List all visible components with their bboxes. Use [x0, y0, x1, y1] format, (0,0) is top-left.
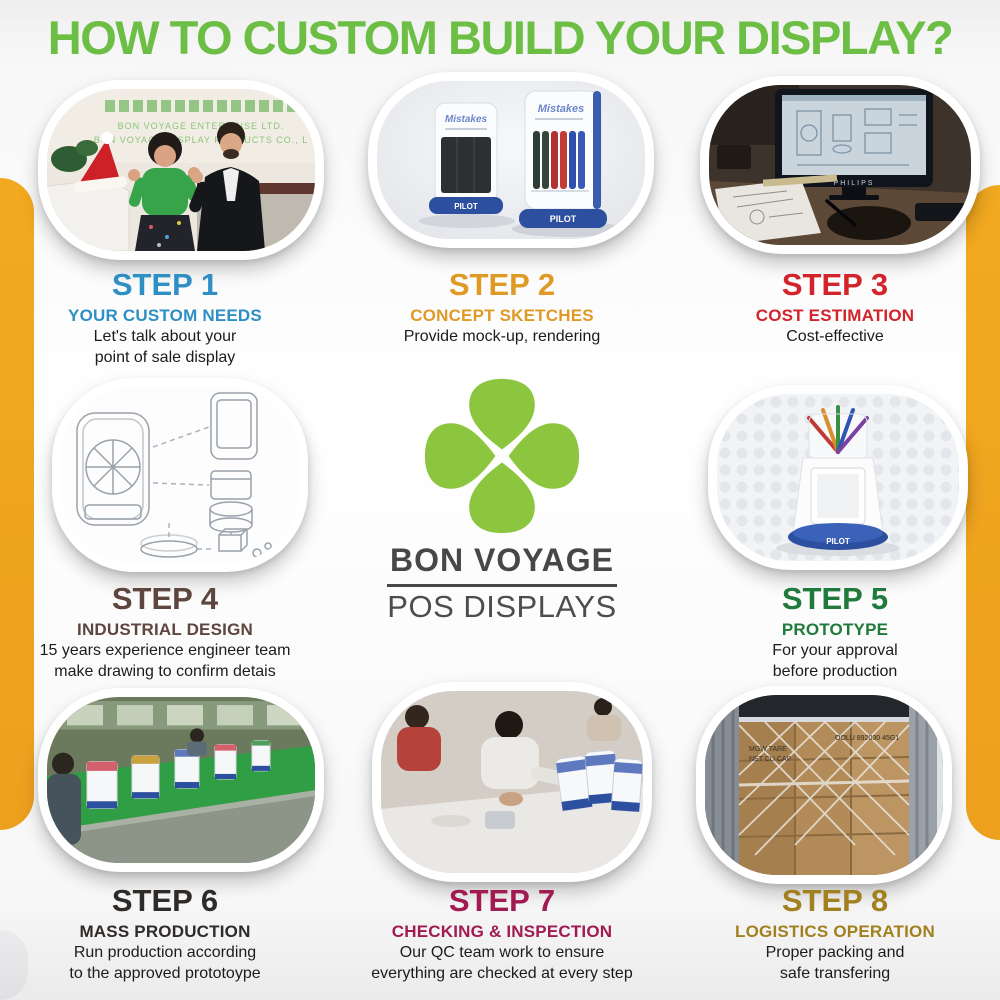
step7-subtitle: CHECKING & INSPECTION [391, 922, 613, 941]
inspector-figure [495, 711, 523, 739]
step6-desc-line: to the approved prototoype [69, 965, 261, 982]
step2-text-block: STEP 2 CONCEPT SKETCHES Provide mock-up,… [352, 268, 652, 347]
pilot-brand-text: PILOT [550, 214, 577, 224]
display-row [86, 740, 271, 809]
step7-text-block: STEP 7 CHECKING & INSPECTION Our QC team… [352, 884, 652, 984]
step8-desc-line: safe transfering [779, 965, 891, 982]
step8-subtitle: LOGISTICS OPERATION [735, 922, 935, 941]
step1-desc-line: Let's talk about your [93, 328, 237, 345]
page-title: HOW TO CUSTOM BUILD YOUR DISPLAY? [47, 11, 954, 64]
worker-figure [405, 705, 429, 729]
left-orange-tab [0, 178, 34, 830]
monitor-brand-text: PHILIPS [834, 180, 875, 187]
step3-photo-illustration: PHILIPS [709, 85, 971, 245]
container-code-text: OOLU 892030 45G1 [835, 735, 899, 742]
step8-heading: STEP 8 [781, 883, 889, 918]
ruler [762, 174, 838, 187]
step2-subtitle: CONCEPT SKETCHES [410, 306, 594, 325]
step6-photo [38, 688, 324, 872]
exploded-diagram [76, 392, 272, 558]
step5-subtitle: PROTOTYPE [781, 620, 889, 639]
step5-photo: PILOT [708, 385, 968, 570]
step1-photo-illustration: BON VOYAGE ENTERPRISE LTD. BON VOYAGE DI… [47, 89, 315, 251]
step5-heading: STEP 5 [781, 581, 889, 616]
cargo-netting [738, 721, 910, 856]
cad-drawing [796, 108, 917, 166]
man-figure [197, 167, 265, 251]
logo-tagline: POS DISPLAYS [387, 589, 617, 624]
step4-text-block: STEP 4 INDUSTRIAL DESIGN 15 years experi… [15, 582, 315, 682]
step5-desc-line: For your approval [772, 642, 898, 659]
step7-desc-line: everything are checked at every step [371, 965, 633, 982]
step2-desc-line: Provide mock-up, rendering [403, 328, 601, 345]
step8-photo: MGW TARE NET CU CAP OOLU 892030 45G1 [696, 686, 952, 884]
step7-photo [372, 682, 652, 882]
display-header-text: Mistakes [445, 114, 488, 125]
step1-wall-text-2: BON VOYAGE DISPLAY PRODUCTS CO., L [94, 135, 309, 145]
step1-wall-text-1: BON VOYAGE ENTERPRISE LTD. [118, 121, 285, 131]
step4-desc-line: make drawing to confirm detais [54, 663, 276, 680]
step4-desc-line: 15 years experience engineer team [39, 642, 291, 659]
logo-name: BON VOYAGE [387, 542, 617, 587]
step8-desc-line: Proper packing and [765, 944, 905, 961]
display-header-text: Mistakes [538, 103, 584, 115]
step3-heading: STEP 3 [781, 267, 889, 302]
step7-photo-illustration [381, 691, 643, 873]
company-logo: BON VOYAGE POS DISPLAYS [352, 374, 652, 625]
pilot-brand-text: PILOT [454, 202, 478, 211]
box-spec-text-2: NET CU CAP [749, 756, 792, 763]
step6-subtitle: MASS PRODUCTION [79, 922, 251, 941]
step3-subtitle: COST ESTIMATION [755, 306, 915, 325]
step8-text-block: STEP 8 LOGISTICS OPERATION Proper packin… [685, 884, 985, 984]
step7-heading: STEP 7 [448, 883, 556, 918]
step1-text-block: STEP 1 YOUR CUSTOM NEEDS Let's talk abou… [15, 268, 315, 368]
step5-photo-illustration: PILOT [717, 394, 959, 561]
display-packs [555, 749, 643, 813]
step3-photo: PHILIPS [700, 76, 980, 254]
step4-photo-illustration [61, 387, 299, 563]
worker-figure [52, 752, 74, 775]
step2-heading: STEP 2 [448, 267, 556, 302]
clover-logo-icon [424, 378, 580, 534]
step6-text-block: STEP 6 MASS PRODUCTION Run production ac… [15, 884, 315, 984]
pen [825, 199, 857, 227]
step6-heading: STEP 6 [111, 883, 219, 918]
step4-heading: STEP 4 [111, 581, 219, 616]
santa-hat [77, 139, 121, 187]
right-orange-tab [966, 185, 1000, 840]
hand-silhouette [827, 206, 911, 240]
step6-desc-line: Run production according [73, 944, 257, 961]
step5-text-block: STEP 5 PROTOTYPE For your approval befor… [685, 582, 985, 682]
pilot-brand-text: PILOT [826, 537, 850, 546]
step2-photo: Mistakes PILOT Mistakes PILOT [368, 72, 654, 248]
step5-desc-line: before production [772, 663, 898, 680]
step1-heading: STEP 1 [111, 267, 219, 302]
step7-desc-line: Our QC team work to ensure [399, 944, 605, 961]
sketch-paper [715, 179, 821, 245]
step1-photo: BON VOYAGE ENTERPRISE LTD. BON VOYAGE DI… [38, 80, 324, 260]
step6-photo-illustration [47, 697, 315, 863]
step4-photo [52, 378, 308, 572]
step3-desc-line: Cost-effective [786, 328, 884, 345]
box-spec-text-1: MGW TARE [749, 746, 787, 753]
step3-text-block: STEP 3 COST ESTIMATION Cost-effective [685, 268, 985, 347]
step8-photo-illustration: MGW TARE NET CU CAP OOLU 892030 45G1 [705, 695, 943, 875]
step4-subtitle: INDUSTRIAL DESIGN [77, 620, 253, 639]
step1-desc-line: point of sale display [94, 349, 236, 366]
step1-subtitle: YOUR CUSTOM NEEDS [68, 306, 262, 325]
step2-photo-illustration: Mistakes PILOT Mistakes PILOT [377, 81, 645, 239]
